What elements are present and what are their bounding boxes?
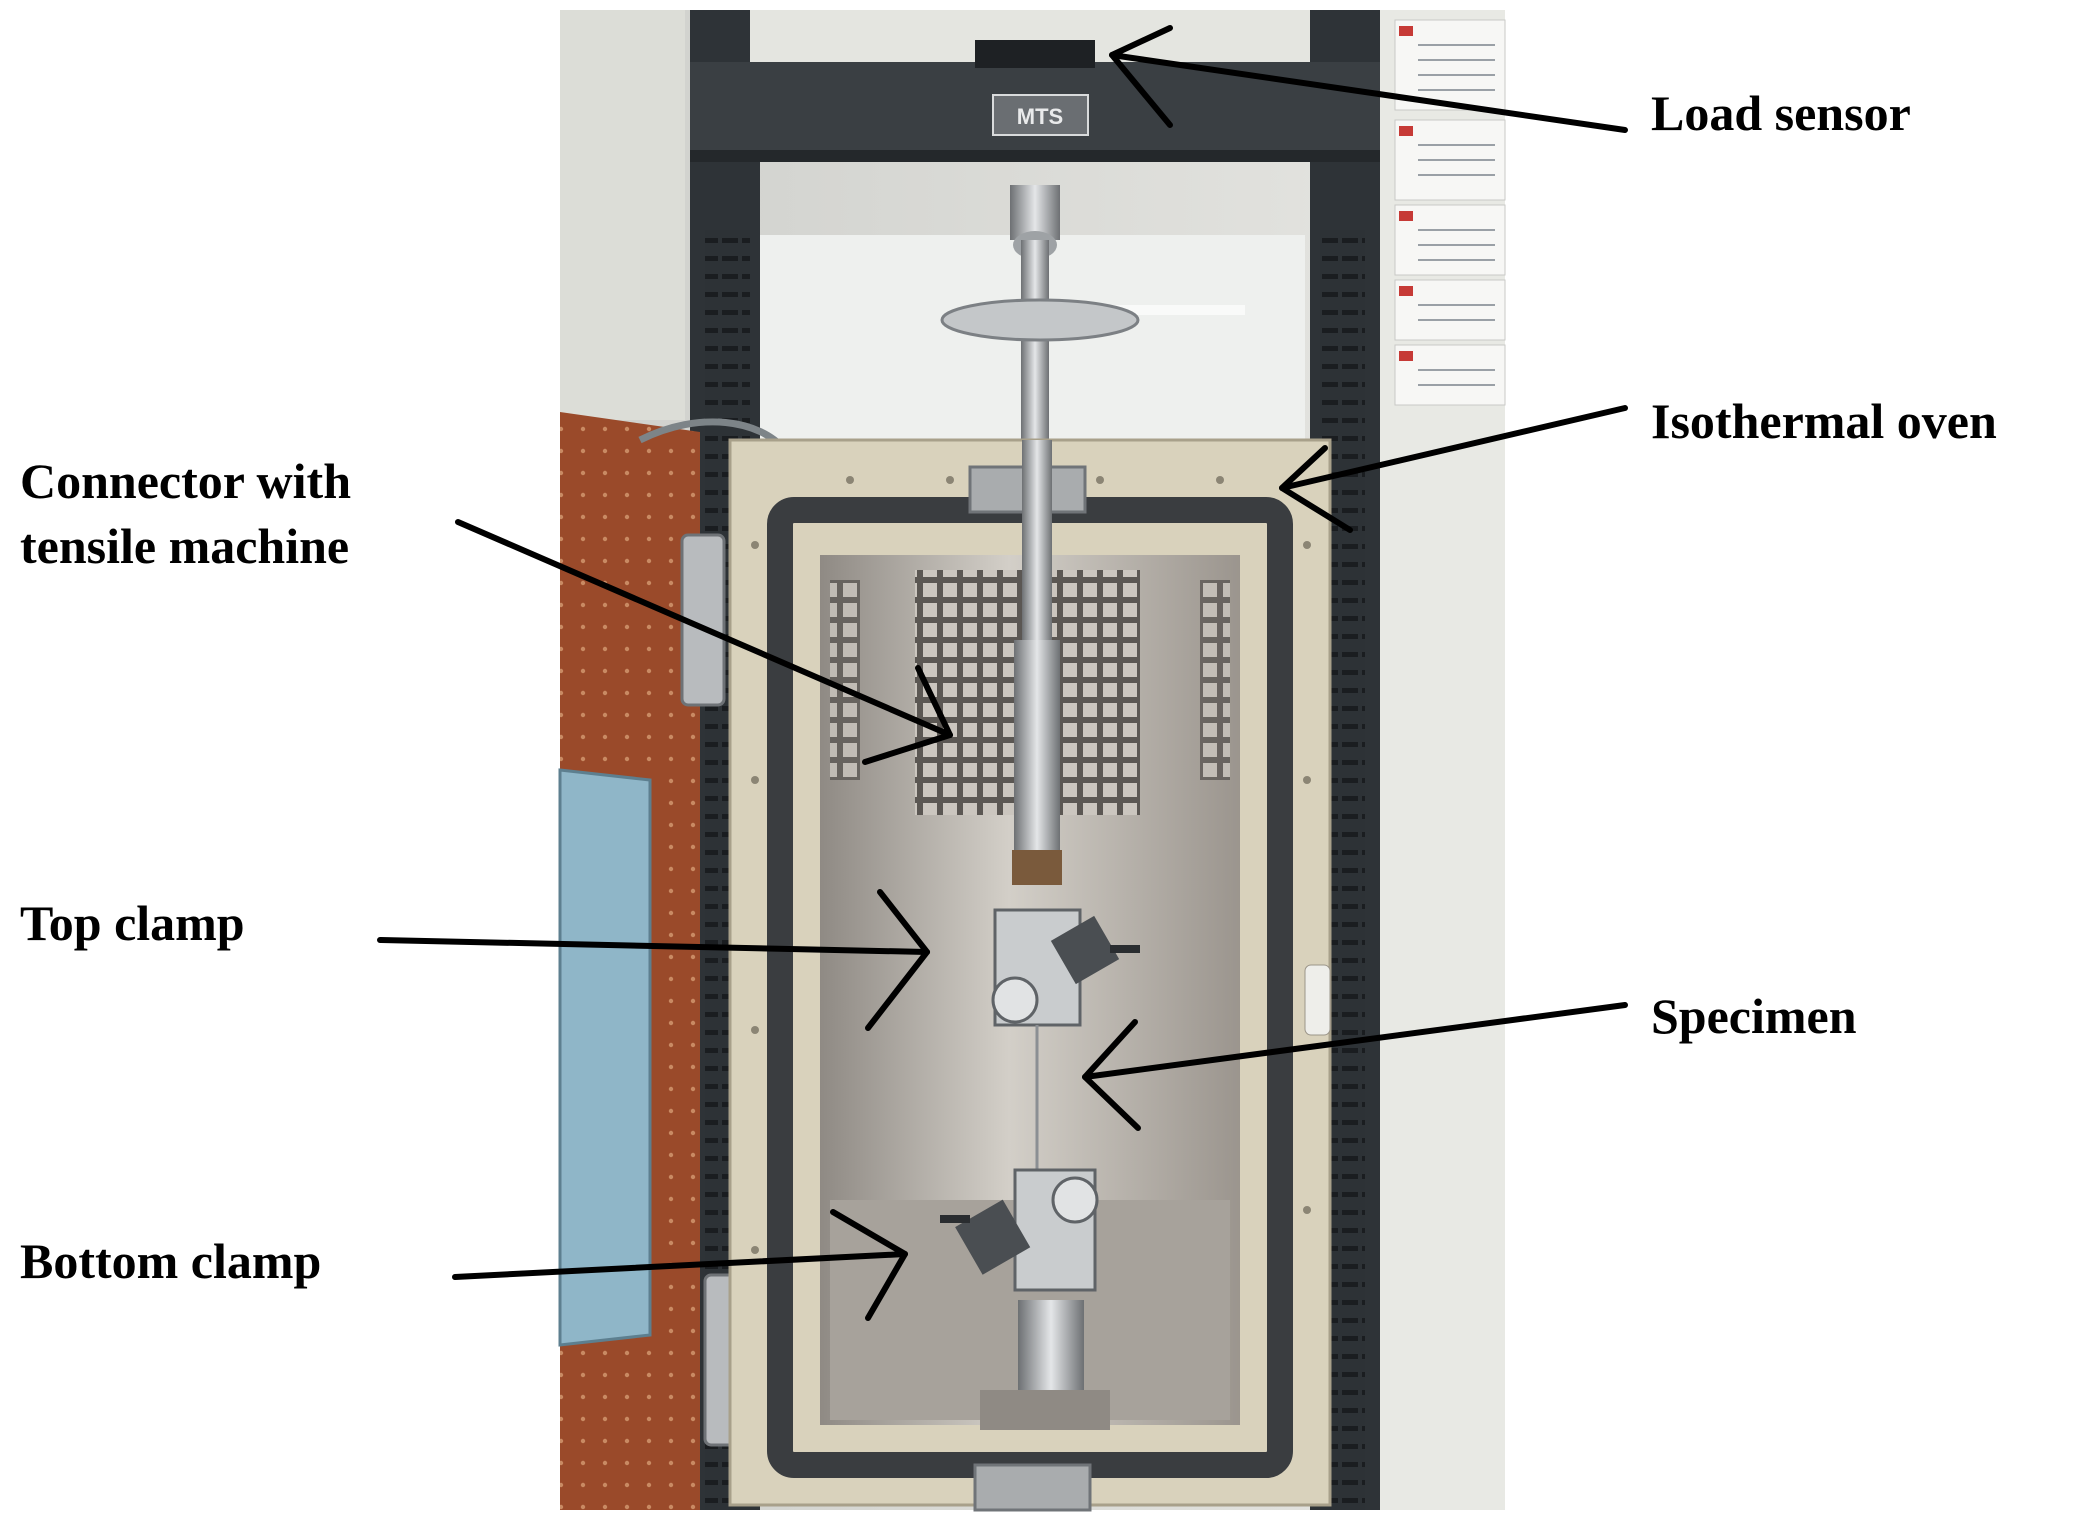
- arrow-bottom-clamp: [452, 1209, 908, 1321]
- brand-text: MTS: [1017, 104, 1063, 129]
- pull-rod-upper: [940, 185, 1140, 440]
- fan-guard-left: [830, 580, 860, 780]
- calibration-stickers: [1394, 19, 1506, 406]
- arrow-top-clamp: [377, 889, 930, 1031]
- connector-rod: [1012, 440, 1062, 885]
- arrow-connector: [455, 519, 953, 765]
- load-sensor-body: [975, 40, 1095, 68]
- ceiling-light: [1105, 305, 1245, 315]
- photo: MTS: [558, 10, 1506, 1512]
- label-top-clamp: Top clamp: [20, 895, 245, 951]
- fan-guard-right: [1200, 580, 1230, 780]
- arrow-load-sensor: [1109, 25, 1628, 133]
- label-bottom-clamp: Bottom clamp: [20, 1233, 322, 1289]
- label-specimen: Specimen: [1651, 988, 1857, 1044]
- left-column: [560, 10, 685, 420]
- bottom-clamp-body: [940, 1168, 1110, 1430]
- annotation-arrows: [377, 25, 1628, 1321]
- brand-plate: [992, 94, 1089, 136]
- label-connector-with-tensile-machine: Connector with tensile machine: [20, 453, 352, 574]
- oven-latch: [1304, 964, 1331, 1036]
- oven-door: [558, 412, 788, 1510]
- arrow-specimen: [1082, 1002, 1628, 1131]
- label-isothermal-oven: Isothermal oven: [1651, 393, 1997, 449]
- heat-shield-disk: [940, 298, 1140, 342]
- arrow-isothermal-oven: [1279, 405, 1628, 533]
- label-load-sensor: Load sensor: [1651, 85, 1911, 141]
- top-clamp-body: [991, 908, 1140, 1027]
- bottom-port-plate: [973, 1463, 1092, 1512]
